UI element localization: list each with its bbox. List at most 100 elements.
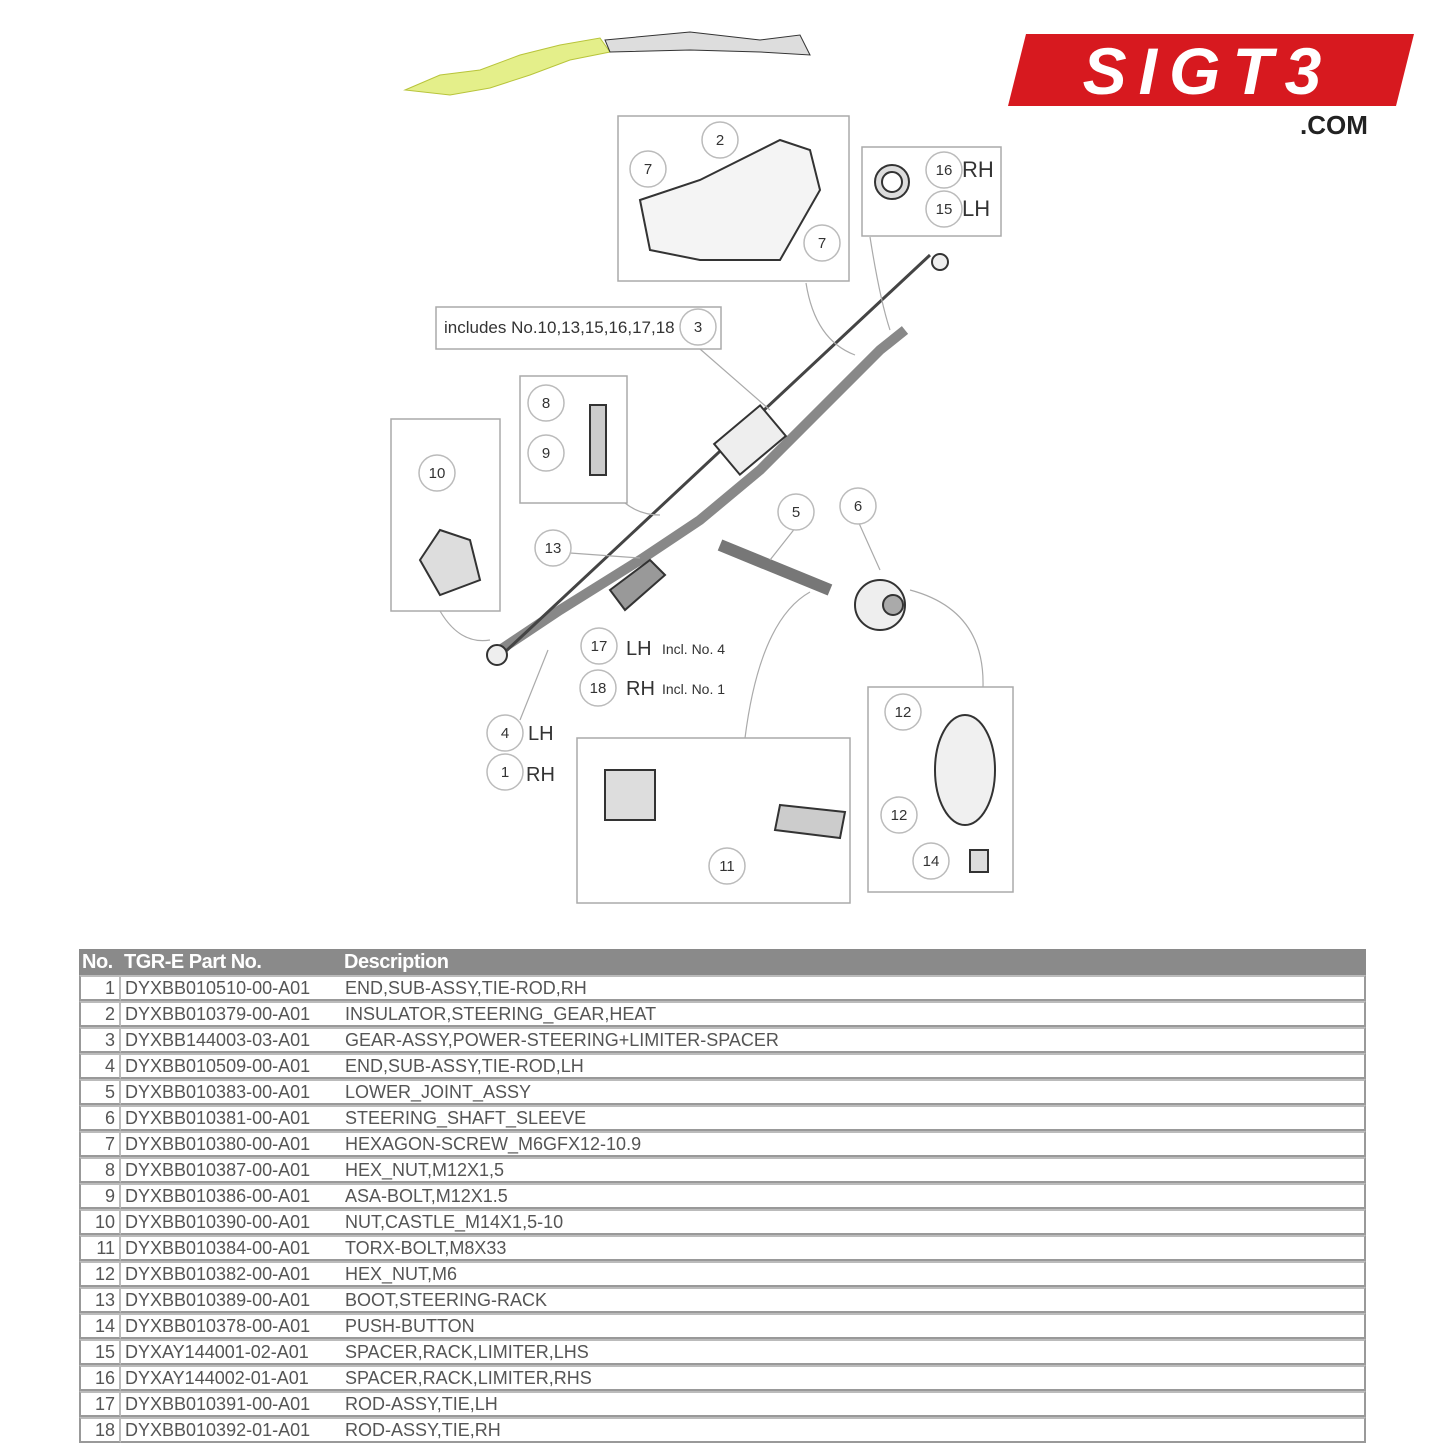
cell-part-number: DYXBB010380-00-A01 xyxy=(121,1131,341,1157)
cell-description: ROD-ASSY,TIE,RH xyxy=(341,1417,1366,1443)
cell-description: NUT,CASTLE_M14X1,5-10 xyxy=(341,1209,1366,1235)
cell-part-number: DYXBB010386-00-A01 xyxy=(121,1183,341,1209)
cell-part-number: DYXBB010389-00-A01 xyxy=(121,1287,341,1313)
callout-number: 9 xyxy=(542,445,550,462)
label-rh-18: RH xyxy=(626,678,655,700)
cell-description: BOOT,STEERING-RACK xyxy=(341,1287,1366,1313)
cell-no: 1 xyxy=(79,975,121,1001)
cell-part-number: DYXBB144003-03-A01 xyxy=(121,1027,341,1053)
cell-part-number: DYXBB010390-00-A01 xyxy=(121,1209,341,1235)
cell-no: 18 xyxy=(79,1417,121,1443)
callout-number: 6 xyxy=(854,498,862,515)
callout-number: 17 xyxy=(591,638,608,655)
callout-number: 7 xyxy=(818,235,826,252)
steering-rack-illustration xyxy=(418,138,996,873)
callout-circle xyxy=(925,151,963,189)
callout-circle xyxy=(486,753,524,791)
cell-no: 7 xyxy=(79,1131,121,1157)
label-lh-15: LH xyxy=(962,196,990,221)
cell-part-number: DYXAY144001-02-A01 xyxy=(121,1339,341,1365)
callout-number: 15 xyxy=(936,201,953,218)
cell-part-number: DYXBB010384-00-A01 xyxy=(121,1235,341,1261)
callout-circle xyxy=(912,842,950,880)
cell-no: 10 xyxy=(79,1209,121,1235)
label-lh-17: LH xyxy=(626,638,652,660)
callout-number: 1 xyxy=(501,764,509,781)
cell-part-number: DYXBB010509-00-A01 xyxy=(121,1053,341,1079)
detail-box-bolt xyxy=(519,375,628,504)
cell-no: 5 xyxy=(79,1079,121,1105)
callout-circle xyxy=(486,714,524,752)
callout-circle xyxy=(679,308,717,346)
cell-description: ASA-BOLT,M12X1.5 xyxy=(341,1183,1366,1209)
detail-box-sleeve xyxy=(867,686,1014,893)
callout-number: 16 xyxy=(936,162,953,179)
callout-number: 2 xyxy=(716,132,724,149)
cell-part-number: DYXAY144002-01-A01 xyxy=(121,1365,341,1391)
cell-description: INSULATOR,STEERING_GEAR,HEAT xyxy=(341,1001,1366,1027)
callout-circle xyxy=(925,190,963,228)
detail-box-insulator xyxy=(617,115,850,282)
callout-circle xyxy=(777,493,815,531)
callout-circle xyxy=(579,669,617,707)
callout-circle xyxy=(534,529,572,567)
label-rh-16: RH xyxy=(962,157,994,182)
callout-number: 3 xyxy=(694,319,702,336)
cell-description: SPACER,RACK,LIMITER,RHS xyxy=(341,1365,1366,1391)
cell-no: 9 xyxy=(79,1183,121,1209)
cell-part-number: DYXBB010381-00-A01 xyxy=(121,1105,341,1131)
cell-part-number: DYXBB010378-00-A01 xyxy=(121,1313,341,1339)
callout-number: 8 xyxy=(542,395,550,412)
callout-number: 7 xyxy=(644,161,652,178)
detail-box-castle-nut xyxy=(390,418,501,612)
callout-number: 14 xyxy=(923,853,940,870)
cell-no: 4 xyxy=(79,1053,121,1079)
cell-description: LOWER_JOINT_ASSY xyxy=(341,1079,1366,1105)
vehicle-location-thumbnail xyxy=(403,31,811,96)
callout-number: 10 xyxy=(429,465,446,482)
callout-number: 18 xyxy=(590,680,607,697)
callout-number: 11 xyxy=(719,858,735,875)
cell-part-number: DYXBB010392-01-A01 xyxy=(121,1417,341,1443)
cell-no: 14 xyxy=(79,1313,121,1339)
label-rh-1: RH xyxy=(526,764,555,786)
callout-circle xyxy=(880,796,918,834)
cell-part-number: DYXBB010387-00-A01 xyxy=(121,1157,341,1183)
callout-circle xyxy=(418,454,456,492)
callout-circle xyxy=(803,224,841,262)
cell-description: TORX-BOLT,M8X33 xyxy=(341,1235,1366,1261)
callout-circle xyxy=(884,693,922,731)
header-description: Description xyxy=(341,949,1366,975)
logo-domain-suffix: .COM xyxy=(1300,110,1368,140)
callout-circle xyxy=(708,847,746,885)
cell-part-number: DYXBB010510-00-A01 xyxy=(121,975,341,1001)
label-includes: includes No.10,13,15,16,17,18 xyxy=(444,318,675,337)
callout-number: 13 xyxy=(545,540,562,557)
callout-circle xyxy=(839,487,877,525)
cell-part-number: DYXBB010391-00-A01 xyxy=(121,1391,341,1417)
cell-description: HEX_NUT,M6 xyxy=(341,1261,1366,1287)
detail-box-torx-bolt xyxy=(576,737,851,904)
label-lh-4: LH xyxy=(528,723,554,745)
cell-description: HEX_NUT,M12X1,5 xyxy=(341,1157,1366,1183)
callout-number: 5 xyxy=(792,504,800,521)
cell-description: PUSH-BUTTON xyxy=(341,1313,1366,1339)
cell-no: 3 xyxy=(79,1027,121,1053)
table-header-row: No. TGR-E Part No. Description xyxy=(79,949,1366,975)
cell-description: END,SUB-ASSY,TIE-ROD,RH xyxy=(341,975,1366,1001)
